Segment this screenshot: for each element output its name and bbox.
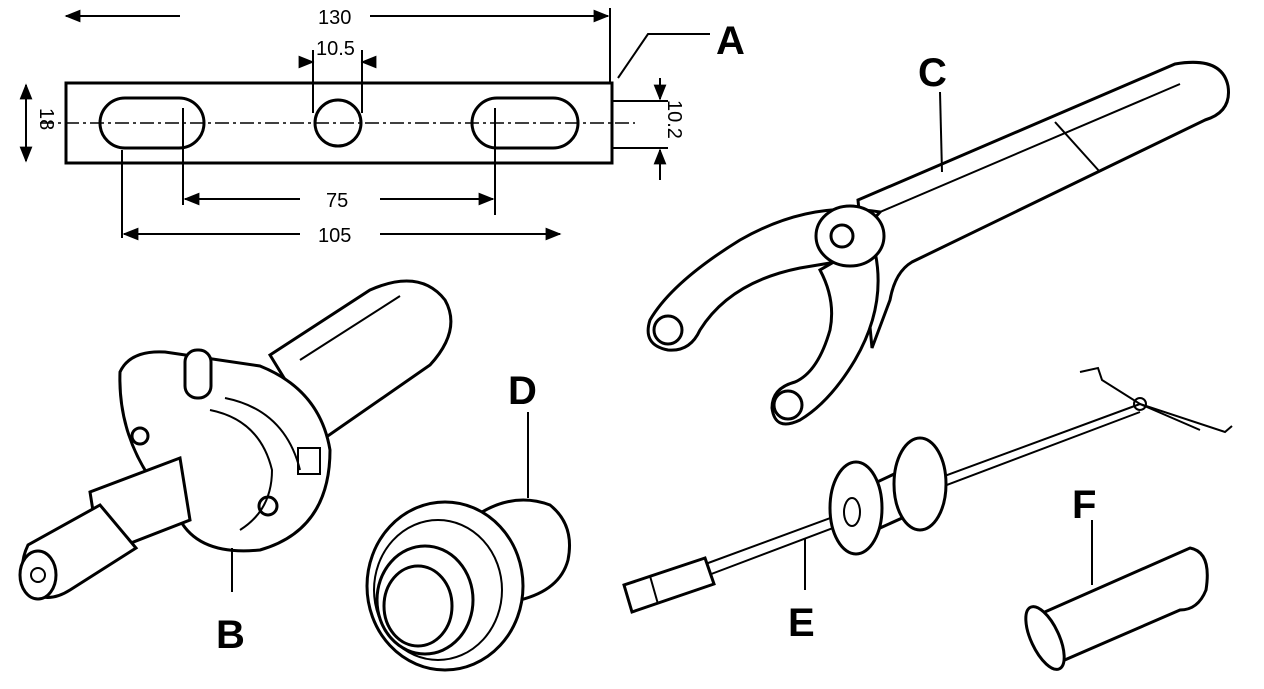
e-wire-hook	[1079, 366, 1233, 434]
lower-hook-pin	[772, 389, 804, 421]
tool-f-mandrel: F	[1024, 483, 1209, 671]
callout-a: A	[716, 19, 745, 63]
dim-10-5: 10.5	[316, 38, 355, 60]
dim-105: 105	[318, 225, 351, 247]
tool-d-sleeve: D	[365, 369, 572, 672]
f-end-cap	[1024, 605, 1066, 671]
callout-f: F	[1072, 483, 1096, 527]
d-flange	[365, 500, 525, 672]
b-body-ring	[224, 397, 301, 471]
callout-d: D	[508, 369, 537, 413]
b-nose-tip	[18, 549, 58, 601]
e-end-fitting	[622, 556, 716, 614]
b-handle-highlight	[299, 295, 401, 361]
e-fitting-joint	[649, 575, 659, 605]
callout-c: C	[918, 51, 947, 95]
upper-hook-pin	[652, 314, 684, 346]
tool-a-plate-drawing: 130 10.5 18 10.2 75 105 A	[19, 7, 745, 247]
dim-75: 75	[326, 190, 348, 212]
callout-b: B	[216, 613, 245, 657]
center-hole	[313, 98, 363, 148]
pivot-pin	[829, 223, 855, 249]
e-front-disc-hub	[843, 497, 861, 527]
leader-c	[939, 91, 943, 173]
callout-e: E	[788, 601, 815, 645]
e-rear-disc	[892, 436, 948, 532]
pivot-boss	[814, 204, 886, 268]
handle-edge-line	[879, 83, 1181, 213]
dim-10-2: 10.2	[663, 100, 685, 139]
right-slot	[470, 96, 580, 150]
b-nose-hole	[30, 567, 46, 583]
b-bolt	[257, 495, 279, 517]
left-slot	[98, 96, 206, 150]
leader-a	[617, 33, 710, 79]
handle-grip-line	[1054, 121, 1101, 173]
tool-c-hook-wrench: C	[646, 51, 1231, 426]
e-wire	[1139, 403, 1201, 431]
tool-e-slide-hammer: E	[622, 366, 1233, 645]
d-flange-inner	[373, 519, 503, 661]
d-bore-ring	[375, 544, 475, 656]
d-bore	[382, 564, 454, 648]
b-rear-handle	[267, 279, 453, 443]
lower-hook-arm	[770, 237, 880, 426]
wrench-handle	[856, 60, 1231, 349]
b-latch	[297, 447, 321, 475]
e-wire-knot	[1133, 397, 1147, 411]
tool-b-puller: B	[18, 279, 453, 657]
e-front-disc	[828, 460, 884, 556]
b-body-ring	[209, 409, 274, 531]
dim-18: 18	[35, 108, 57, 130]
dim-130: 130	[318, 7, 351, 29]
b-pin	[183, 348, 213, 400]
b-side-bolt	[130, 426, 150, 446]
f-body	[1035, 546, 1209, 664]
